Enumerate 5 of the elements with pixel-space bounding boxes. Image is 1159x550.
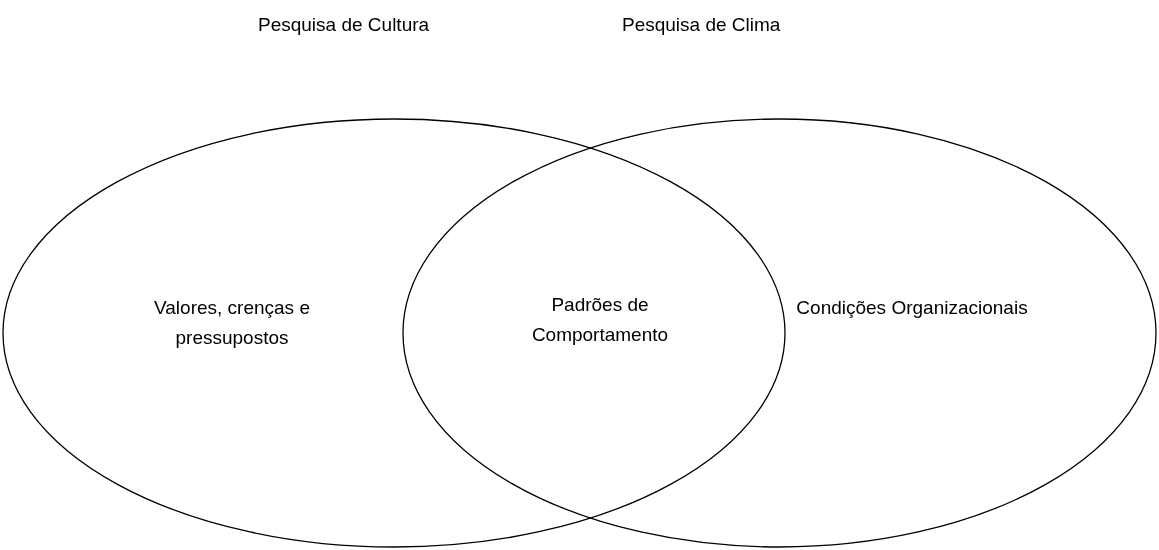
set-text: Valores, crenças e pressupostos xyxy=(153,296,311,350)
set-heading: Pesquisa de Cultura xyxy=(258,14,430,36)
set-text: Condições Organizacionais xyxy=(795,296,1029,320)
set-heading: Pesquisa de Clima xyxy=(622,14,781,36)
overlap-text: Padrões de Comportamento xyxy=(530,293,670,347)
